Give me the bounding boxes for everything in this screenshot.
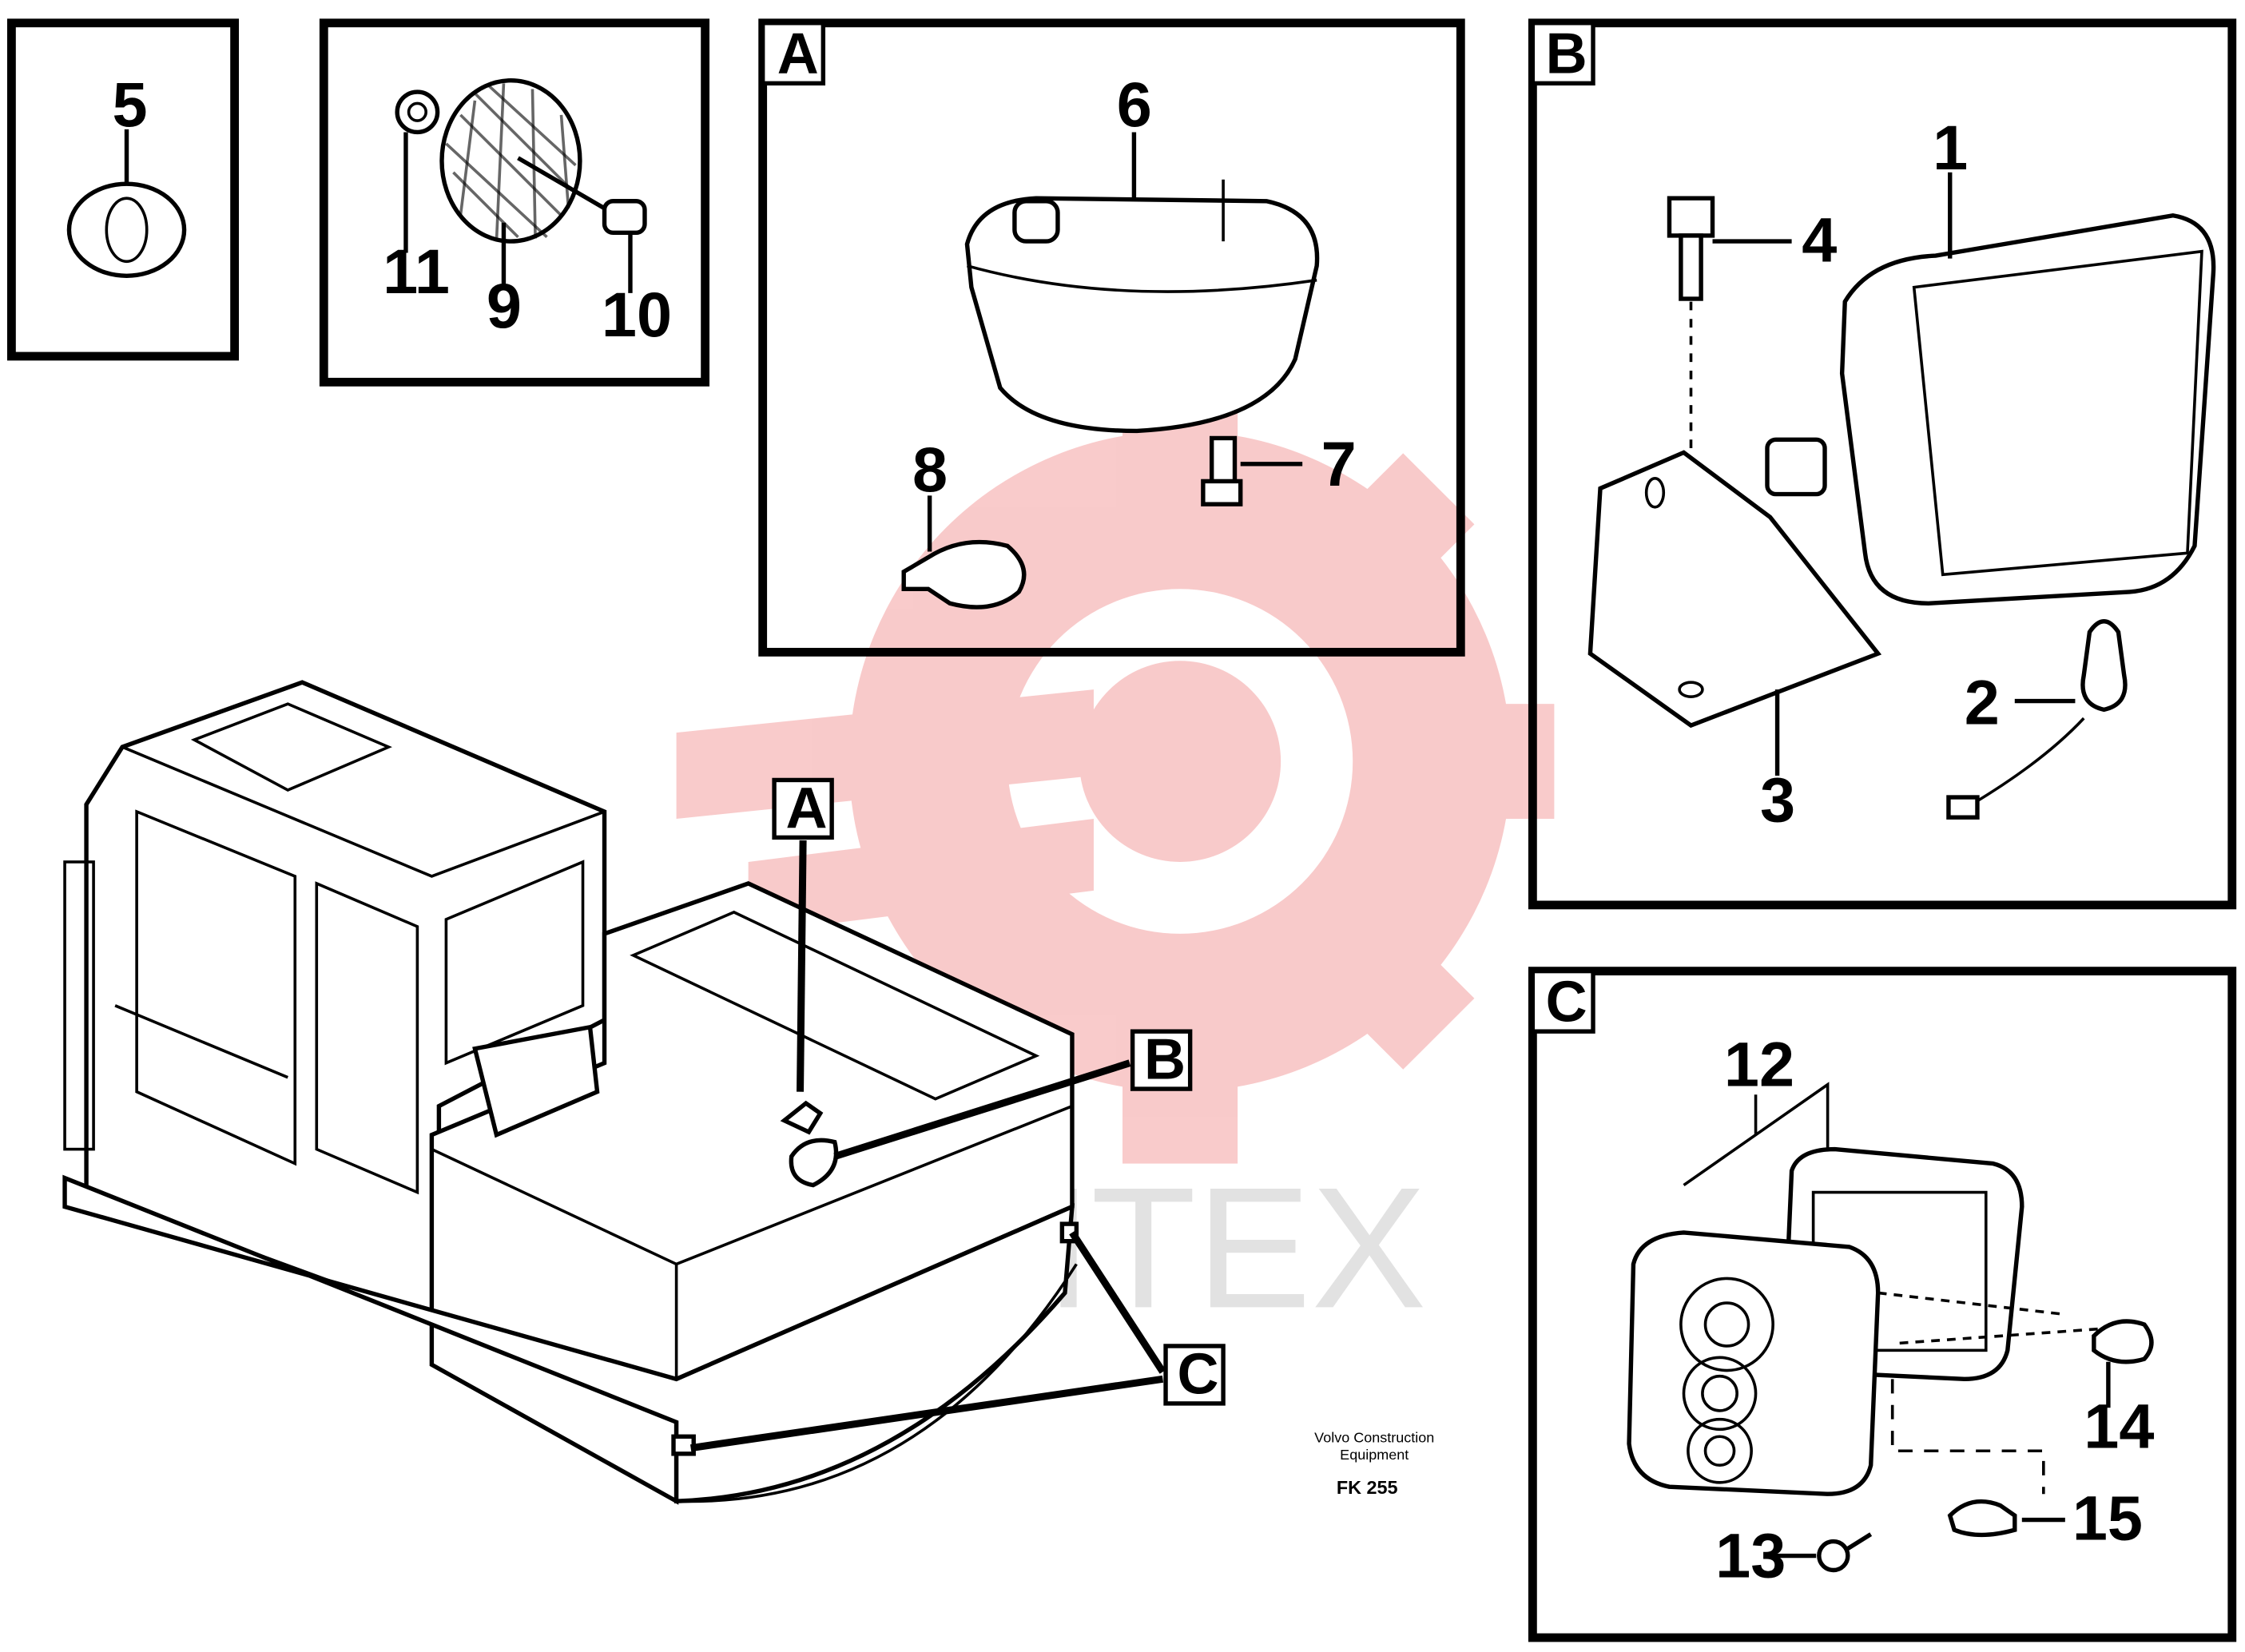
detail-panel-b: B 1 4 3 2 [1528,18,2237,910]
part-label-11: 11 [383,236,450,307]
part-label-13: 13 [1715,1520,1786,1591]
detail-panel-reflector: 11 9 10 [319,18,710,387]
part-label-15: 15 [2072,1483,2143,1554]
callout-a-letter: A [786,776,828,840]
part-label-1: 1 [1933,112,1968,183]
panel-b-letter: B [1546,22,1587,86]
part-label-12: 12 [1724,1029,1794,1100]
manufacturer-line-1: Volvo Construction [1314,1429,1434,1445]
part-label-6: 6 [1117,69,1152,140]
manufacturer-line-2: Equipment [1340,1447,1409,1463]
part-label-5: 5 [113,69,148,140]
callout-c-letter: C [1177,1342,1218,1406]
callout-c: C [689,1230,1226,1452]
part-label-4: 4 [1802,204,1837,275]
part-label-14: 14 [2084,1391,2154,1462]
part-label-2: 2 [1965,666,2000,737]
excavator-upper-structure [62,680,1079,1505]
part-label-3: 3 [1760,764,1795,836]
panel-c-letter: C [1546,971,1587,1034]
panel-a-letter: A [777,22,819,86]
part-label-8: 8 [912,434,948,505]
callout-b: B [833,1028,1193,1160]
part-label-10: 10 [602,279,672,350]
part-label-7: 7 [1321,428,1357,499]
detail-panel-c: C 12 14 15 13 [1528,967,2237,1642]
callout-a: A [772,776,834,1092]
part-label-9: 9 [487,270,522,341]
figure-code: FK 255 [1337,1477,1398,1498]
detail-panel-grommet: 5 [7,18,240,361]
callout-b-letter: B [1144,1028,1186,1092]
detail-panel-a: A 6 7 8 [758,18,1465,657]
